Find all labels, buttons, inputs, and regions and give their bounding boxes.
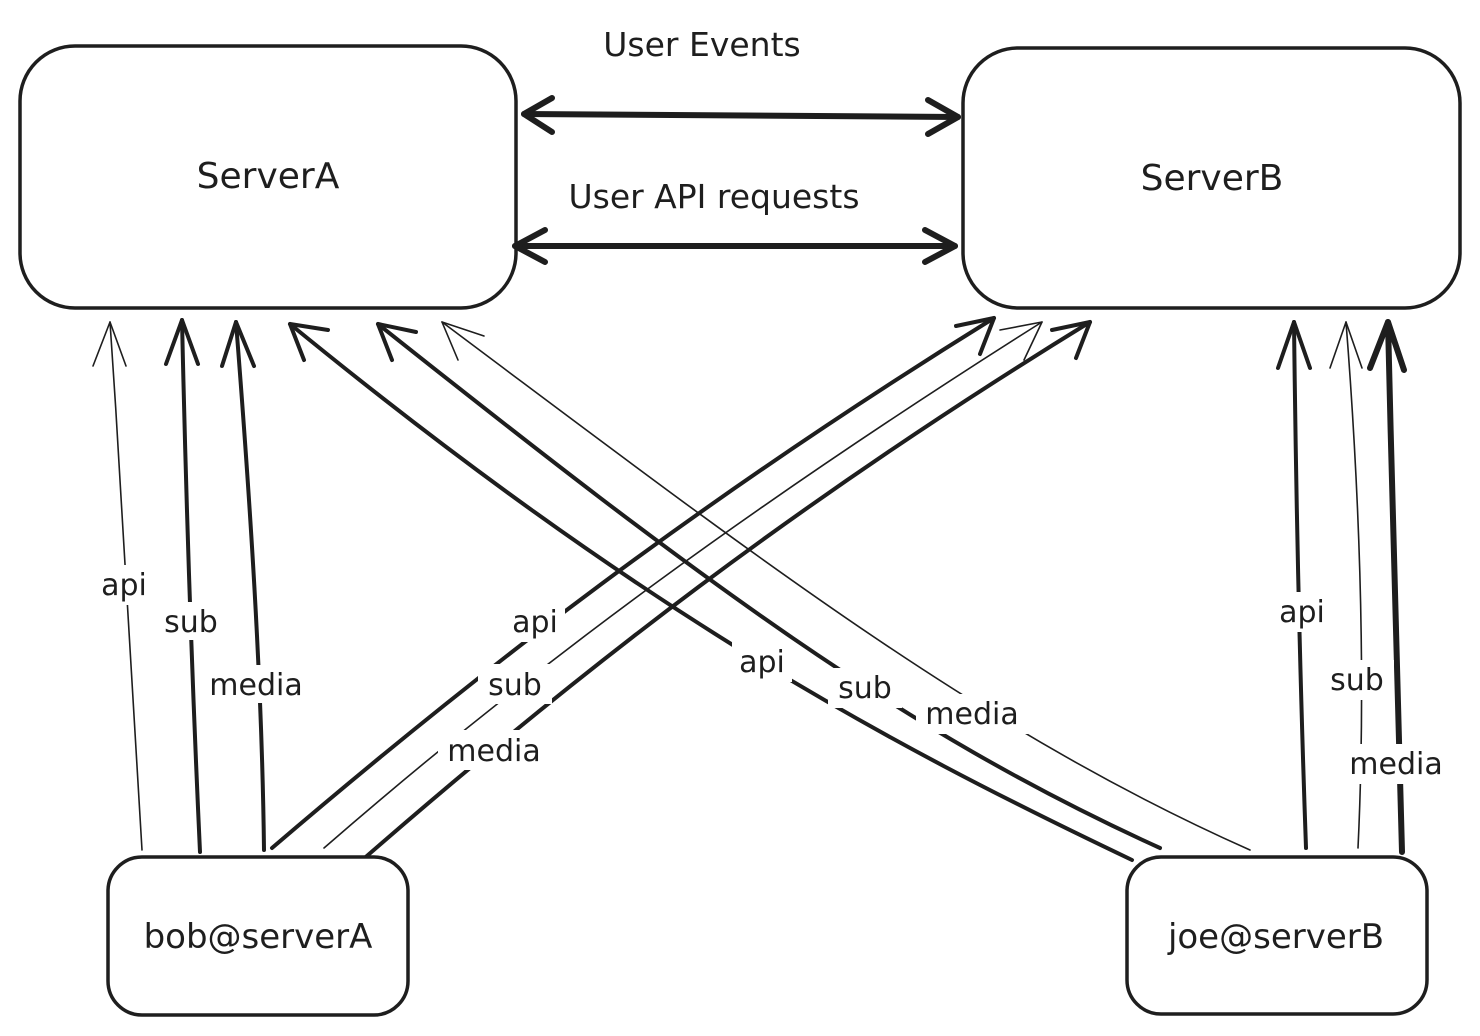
joe-server-b-api-label-bg — [1272, 592, 1332, 632]
bob-server-a-api-label-bg — [95, 565, 153, 605]
joe-server-b-sub-label-bg — [1320, 660, 1394, 700]
client-joe-node[interactable]: joe@serverB — [1125, 855, 1429, 1016]
joe-server-b-api-label: api — [1279, 595, 1325, 630]
bob-server-b-api-label: api — [512, 605, 558, 640]
client-bob-box — [106, 855, 410, 1017]
joe-server-a-media-arrow[interactable] — [441, 321, 1251, 851]
joe-server-a-sub-arrow[interactable] — [376, 322, 1162, 850]
joe-server-a-media-arrowhead — [441, 321, 485, 361]
joe-to-server-a-flows: api sub media — [288, 321, 1251, 862]
user-events-arrowhead-left — [521, 95, 555, 135]
bob-server-a-sub-label: sub — [164, 605, 218, 640]
joe-server-b-sub-arrowhead — [1329, 321, 1363, 369]
joe-server-a-sub-line — [376, 322, 1162, 850]
joe-server-a-sub-arrowhead — [376, 322, 418, 362]
user-api-requests-link[interactable]: User API requests — [512, 177, 958, 265]
bob-server-b-sub-arrowhead — [999, 321, 1043, 361]
server-a-node[interactable]: ServerA — [18, 44, 518, 310]
bob-server-a-api-label: api — [101, 568, 147, 603]
client-joe-label: joe@serverB — [1167, 917, 1384, 957]
bob-server-a-api-arrowhead — [92, 321, 127, 367]
client-joe-box — [1125, 855, 1429, 1016]
user-api-requests-arrowhead-right — [922, 227, 958, 265]
bob-server-b-api-label-bg — [505, 600, 565, 642]
bob-server-a-sub-arrowhead — [164, 318, 200, 366]
client-bob-label: bob@serverA — [144, 917, 373, 957]
server-b-node[interactable]: ServerB — [961, 46, 1462, 310]
bob-server-a-media-line — [234, 320, 266, 852]
bob-server-b-media-arrowhead — [1050, 320, 1092, 360]
joe-to-server-b-flows: api sub media — [1272, 319, 1450, 855]
user-events-link[interactable]: User Events — [521, 25, 961, 137]
joe-server-b-api-line — [1292, 320, 1308, 850]
user-api-requests-label: User API requests — [568, 177, 859, 216]
joe-server-a-sub-label: sub — [838, 671, 892, 706]
joe-server-a-media-label-bg — [916, 694, 1028, 734]
joe-server-b-media-label-bg — [1342, 744, 1450, 784]
bob-server-b-media-label: media — [447, 734, 540, 769]
user-events-line — [521, 111, 961, 120]
joe-server-a-api-label-bg — [732, 642, 792, 682]
joe-server-a-sub-label-bg — [828, 668, 902, 708]
bob-server-a-media-label: media — [209, 668, 302, 703]
joe-server-a-media-label: media — [925, 697, 1018, 732]
user-events-arrowhead-right — [925, 97, 961, 137]
bob-server-b-sub-label: sub — [488, 668, 542, 703]
joe-server-b-media-arrowhead — [1367, 319, 1407, 373]
joe-server-b-api-arrowhead — [1276, 320, 1312, 370]
joe-server-a-media-line — [441, 321, 1251, 851]
bob-server-a-sub-arrow[interactable] — [164, 318, 202, 854]
joe-server-a-api-arrowhead — [288, 322, 330, 362]
joe-server-a-api-arrow[interactable] — [288, 322, 1134, 862]
joe-server-a-api-line — [288, 322, 1134, 862]
bob-server-a-media-label-bg — [202, 665, 310, 703]
bob-server-b-media-line — [358, 320, 1092, 864]
server-a-box — [18, 44, 518, 310]
user-api-requests-arrowhead-left — [512, 227, 548, 265]
bob-server-b-api-line — [270, 316, 996, 850]
joe-server-a-api-label: api — [739, 645, 785, 680]
bob-to-server-a-flows: api sub media — [92, 318, 310, 854]
joe-server-b-api-arrow[interactable] — [1276, 320, 1312, 850]
bob-server-a-sub-line — [180, 318, 202, 854]
bob-server-b-sub-line — [323, 321, 1043, 849]
bob-server-a-media-arrowhead — [220, 320, 256, 368]
bob-server-b-api-arrowhead — [954, 316, 996, 356]
client-bob-node[interactable]: bob@serverA — [106, 855, 410, 1017]
bob-server-b-media-arrow[interactable] — [358, 320, 1092, 864]
joe-server-b-sub-label: sub — [1330, 663, 1384, 698]
bob-server-b-sub-arrow[interactable] — [323, 321, 1043, 849]
bob-server-a-sub-label-bg — [155, 602, 227, 640]
bob-server-b-api-arrow[interactable] — [270, 316, 996, 850]
server-a-label: ServerA — [197, 156, 340, 197]
bob-server-b-media-label-bg — [438, 730, 550, 770]
user-events-label: User Events — [603, 25, 800, 64]
bob-server-a-media-arrow[interactable] — [220, 320, 266, 852]
joe-server-b-media-label: media — [1349, 747, 1442, 782]
server-b-label: ServerB — [1141, 158, 1284, 199]
server-b-box — [961, 46, 1462, 310]
bob-to-server-b-flows: api sub media — [270, 316, 1092, 864]
bob-server-b-sub-label-bg — [478, 664, 552, 704]
